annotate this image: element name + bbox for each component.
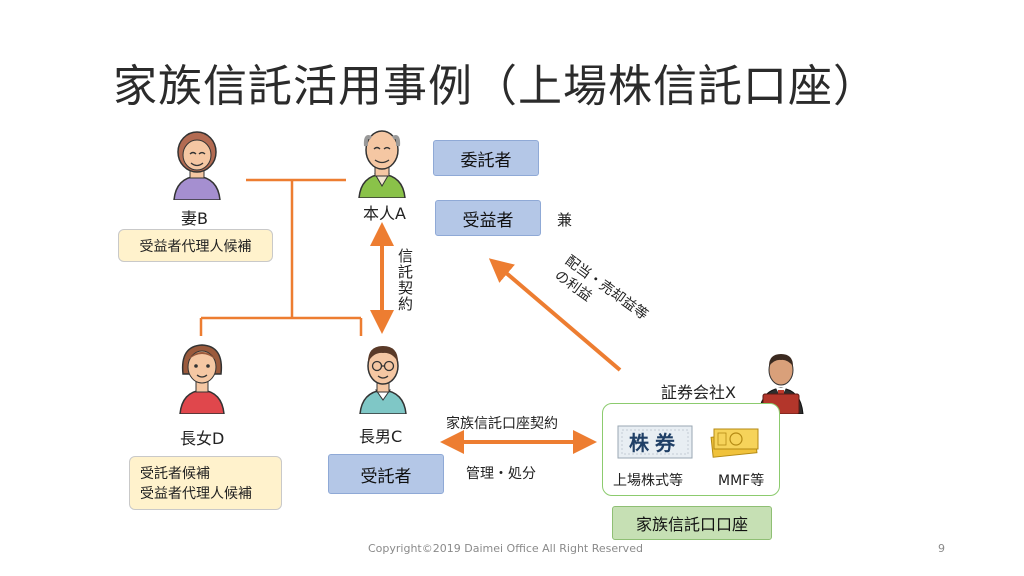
copyright-footer: Copyright©2019 Daimei Office All Right R… xyxy=(368,542,643,555)
stock-certificate-text: 株券 xyxy=(629,431,681,455)
wife-note: 受益者代理人候補 xyxy=(118,229,273,262)
man-with-glasses-icon xyxy=(359,346,407,414)
woman-icon xyxy=(179,344,225,414)
daughter-note-line2: 受益者代理人候補 xyxy=(140,486,252,502)
also-label: 兼 xyxy=(557,211,573,229)
beneficiary-role-box: 受益者 xyxy=(435,200,541,236)
dividend-arrow xyxy=(488,258,622,372)
manage-dispose-label: 管理・処分 xyxy=(466,466,536,482)
page-number: 9 xyxy=(938,542,945,555)
trust-contract-label: 信託契約 xyxy=(396,248,414,312)
daughter-note-line1: 受託者候補 xyxy=(140,466,210,482)
wife-note-text: 受益者代理人候補 xyxy=(139,238,252,255)
principal-a-name: 本人A xyxy=(363,204,406,223)
mmf-label: MMF等 xyxy=(718,473,765,489)
son-c-name: 長男C xyxy=(359,427,403,446)
elderly-woman-icon xyxy=(173,131,221,200)
wife-b-name: 妻B xyxy=(181,209,208,228)
listed-stocks-label: 上場株式等 xyxy=(613,473,683,489)
elderly-man-icon xyxy=(358,130,406,198)
page-title: 家族信託活用事例（上場株信託口座） xyxy=(113,61,878,112)
account-contract-label: 家族信託口座契約 xyxy=(446,416,558,432)
trustee-role-box: 受託者 xyxy=(328,454,444,494)
stock-certificate-icon: 株券 xyxy=(617,425,693,459)
daughter-d-name: 長女D xyxy=(180,429,225,448)
securities-company-name: 証券会社X xyxy=(661,383,736,402)
daughter-note: 受託者候補 受益者代理人候補 xyxy=(129,456,282,510)
trust-account-tag: 家族信託口口座 xyxy=(612,506,772,540)
money-bills-icon xyxy=(710,428,759,458)
settlor-role-box: 委託者 xyxy=(433,140,539,176)
